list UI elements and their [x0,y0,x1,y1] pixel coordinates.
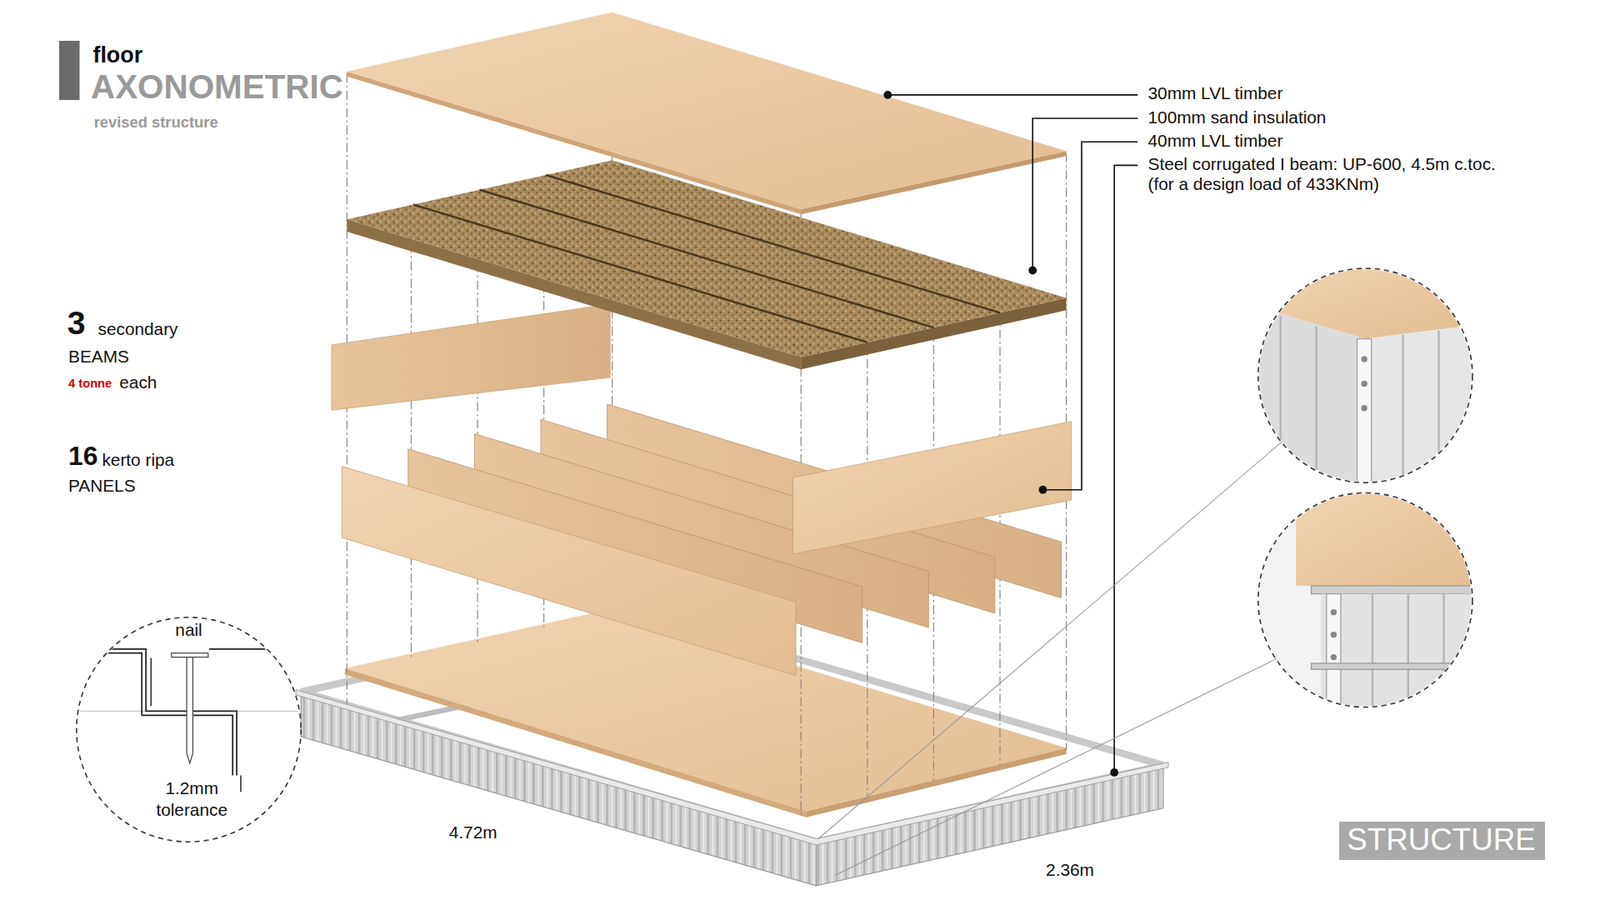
illustration-part [480,190,935,328]
illustration-part [1258,492,1473,707]
page-title: AXONOMETRIC [90,67,344,106]
illustration-part [1360,355,1367,362]
illustration-part [59,40,80,100]
illustration-part [1437,330,1440,490]
layer-callout: Steel corrugated I beam: UP-600, 4.5m c.… [1148,154,1508,195]
illustration-part [1442,594,1445,707]
illustration-part [1365,324,1480,490]
illustration-part [1371,594,1374,707]
illustration-part [1258,268,1473,483]
illustration-part [1326,594,1341,707]
count-text: BEAMS [68,346,130,367]
illustration-part [1330,609,1337,615]
illustration-part [1280,316,1282,490]
section-tag: STRUCTURE [1339,821,1546,860]
illustration-part [77,649,301,792]
layer-callout: 30mm LVL timber [1148,83,1284,104]
illustration-part [1321,594,1480,707]
count-text: each [119,372,157,393]
illustration-part [186,657,193,764]
illustration-part [1110,768,1119,777]
illustration-part [1310,663,1480,670]
count-text: PANELS [68,475,136,496]
illustration-part [150,658,151,707]
illustration-part [1401,335,1404,490]
illustration-part [1330,631,1337,638]
illustration-part [1042,141,1138,490]
illustration-part [76,617,301,842]
illustration-part [413,205,868,343]
layer-callout: 40mm LVL timber [1148,130,1284,151]
detail-label: 1.2mm tolerance [140,777,243,821]
weight-note: 4 tonne [68,376,112,391]
illustration-part [209,648,296,650]
illustration-part [81,649,237,776]
illustration-part [345,668,806,818]
illustration-part [346,12,1066,210]
illustration-part [1372,594,1445,707]
illustration-part [883,90,1119,777]
detail-circle: nail 1.2mm tolerance [76,617,301,842]
title-prefix: floor [92,42,143,69]
illustration-part [1315,326,1317,490]
illustration-part [1360,405,1367,411]
count-number: 3 [67,304,86,342]
count-text: kerto ripa [101,450,175,470]
illustration-part [835,658,1278,876]
illustration-part [346,160,1066,357]
illustration-part [792,421,1071,555]
illustration-part [341,466,796,676]
illustration-part [240,775,241,793]
illustration-part [1330,654,1337,660]
illustration-part [1028,266,1037,275]
count-number: 16 [68,440,98,472]
illustration-part [818,436,1288,839]
dimension: 4.72m [449,822,498,843]
illustration-part [883,90,892,100]
illustration-part [887,95,1138,773]
illustration-part [1255,490,1480,715]
layer-callout: 100mm sand insulation [1148,107,1327,128]
section-title: STRUCTURE [1346,823,1537,857]
illustration-part [1114,165,1138,773]
illustration-part [413,175,1000,343]
illustration-part [1310,585,1480,595]
illustration-part [331,304,610,410]
illustration-part [1255,305,1365,490]
detail-label: nail [137,620,240,640]
count-text: secondary [98,319,179,340]
illustration-part [1255,265,1480,490]
illustration-part [1255,490,1480,715]
illustration-part [818,436,1288,876]
dimension: 2.36m [1045,860,1095,880]
subtitle: revised structure [94,113,219,131]
illustration-part [887,94,1138,96]
illustration-part [410,209,412,659]
illustration-part [1360,380,1367,387]
illustration-part [81,653,233,776]
illustration-part [1255,265,1480,490]
illustration-part [171,653,209,658]
illustration-part [1357,339,1372,490]
illustration-part [805,748,1066,818]
illustration-part [1407,594,1410,707]
illustration-part [1039,485,1048,495]
